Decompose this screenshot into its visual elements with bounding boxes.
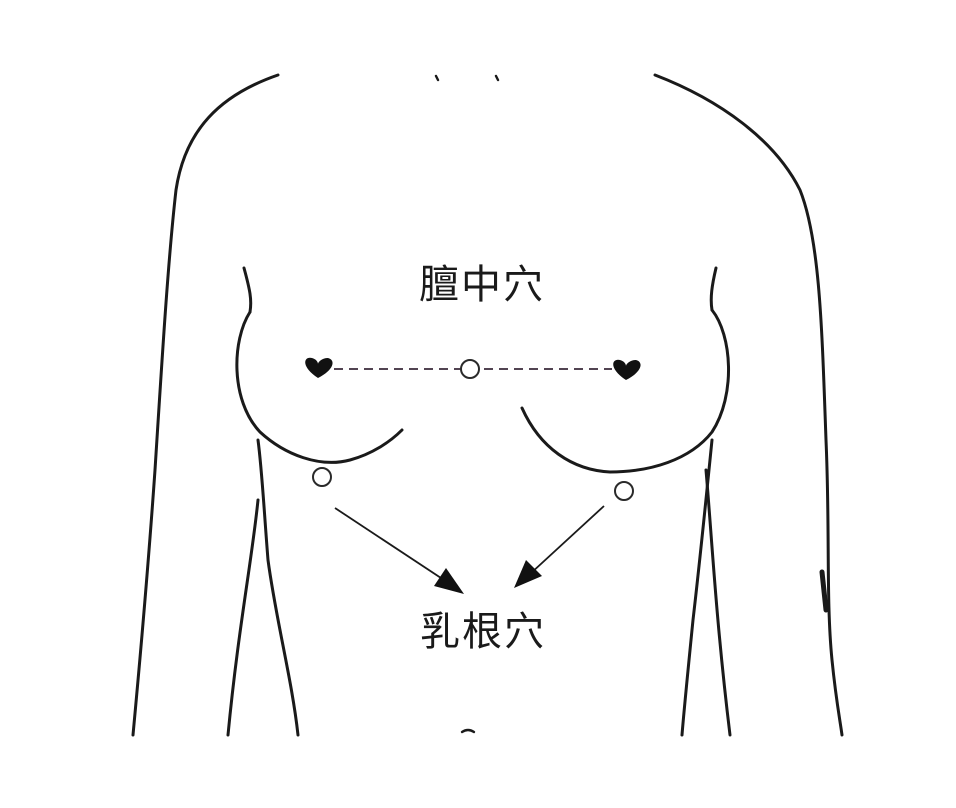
left-torso-side-outline [242, 266, 300, 737]
right-torso-side-outline [704, 266, 732, 737]
tanzhong-point [460, 359, 480, 379]
arrow-right-line [529, 505, 605, 575]
right-breast-outline [520, 308, 730, 474]
neck-mark-left [434, 74, 440, 82]
rugen-label: 乳根穴 [420, 609, 546, 655]
rugen-point-left [312, 467, 332, 487]
arrow-left-line [334, 507, 445, 581]
left-arm-inner-outline [226, 498, 260, 737]
rugen-point-right [614, 481, 634, 501]
right-nipple-icon [613, 359, 641, 380]
arrow-left-head [434, 568, 464, 594]
left-nipple-icon [305, 357, 333, 378]
navel-mark [460, 728, 476, 734]
tanzhong-label: 膻中穴 [419, 262, 545, 308]
arrow-right-head [514, 560, 542, 588]
neck-mark-right [494, 74, 500, 82]
left-breast-outline [235, 310, 404, 464]
right-arm-outer-outline [653, 73, 844, 737]
left-arm-outer-outline [131, 73, 280, 737]
right-arm-mark [819, 569, 829, 613]
